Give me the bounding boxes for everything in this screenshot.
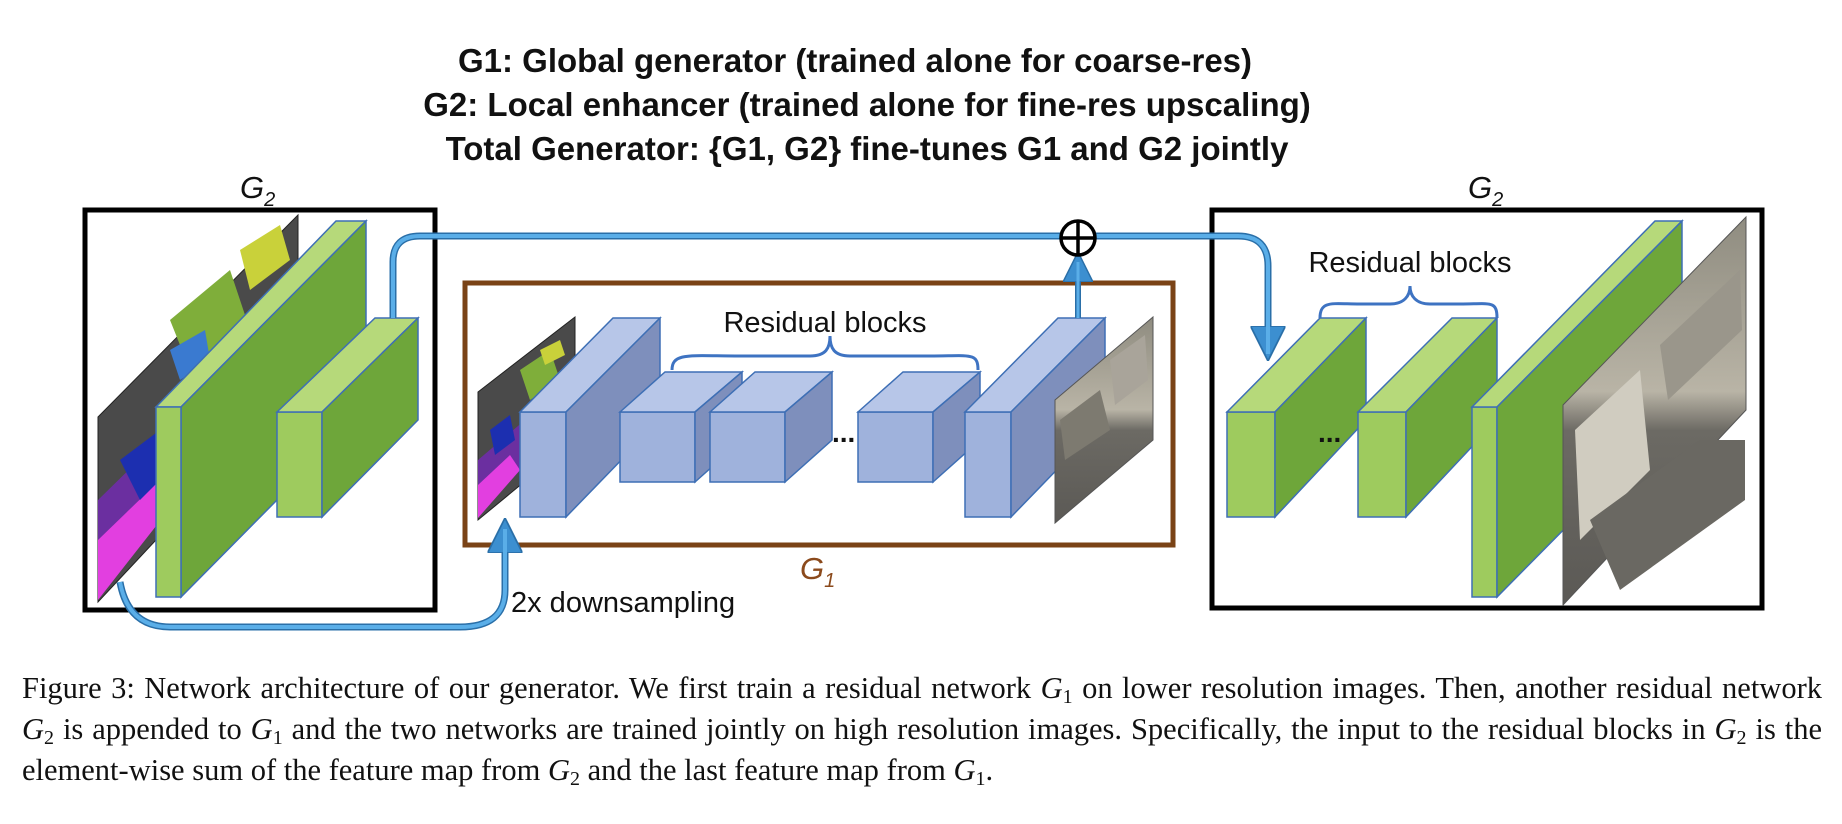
g1-residual-block-3 — [856, 370, 983, 484]
g2-right-frame — [1209, 207, 1765, 611]
g2-left-label: G2 — [240, 170, 275, 211]
caption-g2-a: G2 — [22, 712, 55, 749]
caption-text-7: . — [985, 753, 994, 787]
caption-g2-b: G2 — [1714, 712, 1747, 749]
g1-ellipsis: ... — [832, 417, 855, 448]
g1-frame — [462, 280, 1176, 548]
g2-left-small-block — [275, 316, 420, 519]
g2-right-residual-block-1 — [1225, 316, 1368, 519]
caption-g1-a: G1 — [1040, 671, 1073, 708]
caption-g1-c: G1 — [953, 753, 986, 790]
caption-g2-c: G2 — [547, 753, 580, 790]
g2-left-large-block — [154, 219, 368, 599]
g2-left-frame — [82, 207, 438, 613]
g1-front-block — [518, 316, 662, 519]
element-wise-sum-icon — [1059, 219, 1097, 257]
g2-right-ellipsis: ... — [1318, 417, 1341, 448]
skip-connection-arrow-inner — [391, 234, 1270, 354]
caption-text-1: Figure 3: Network architecture of our ge… — [22, 671, 1041, 705]
g2-residual-brace — [1318, 285, 1499, 319]
g1-residual-label: Residual blocks — [723, 307, 926, 339]
title-line-3: Total Generator: {G1, G2} fine-tunes G1 … — [446, 130, 1290, 167]
caption-g1-b: G1 — [250, 712, 283, 749]
caption-text-2: on lower resolution images. Then, anothe… — [1072, 671, 1822, 705]
title-line-2: G2: Local enhancer (trained alone for fi… — [423, 86, 1311, 123]
title-line-1: G1: Global generator (trained alone for … — [458, 42, 1252, 79]
g1-residual-block-2 — [708, 370, 835, 484]
g2-residual-label: Residual blocks — [1308, 247, 1511, 279]
g2-right-label: G2 — [1468, 170, 1503, 211]
g1-residual-brace — [670, 335, 980, 371]
g1-label: G1 — [800, 551, 835, 592]
caption-text-4: and the two networks are trained jointly… — [282, 712, 1715, 746]
g2-output-image — [1562, 215, 1747, 607]
caption-text-6: and the last feature map from — [579, 753, 954, 787]
caption-text-5: is the element-wise sum of the feature m… — [22, 712, 1823, 787]
g2-right-residual-block-2 — [1356, 316, 1499, 519]
downsampling-label: 2x downsampling — [511, 587, 735, 619]
figure-caption: Figure 3: Network architecture of our ge… — [22, 668, 1822, 791]
g1-output-image — [1054, 315, 1154, 525]
downsampling-arrow-inner — [118, 529, 507, 629]
caption-text-3: is appended to — [54, 712, 251, 746]
